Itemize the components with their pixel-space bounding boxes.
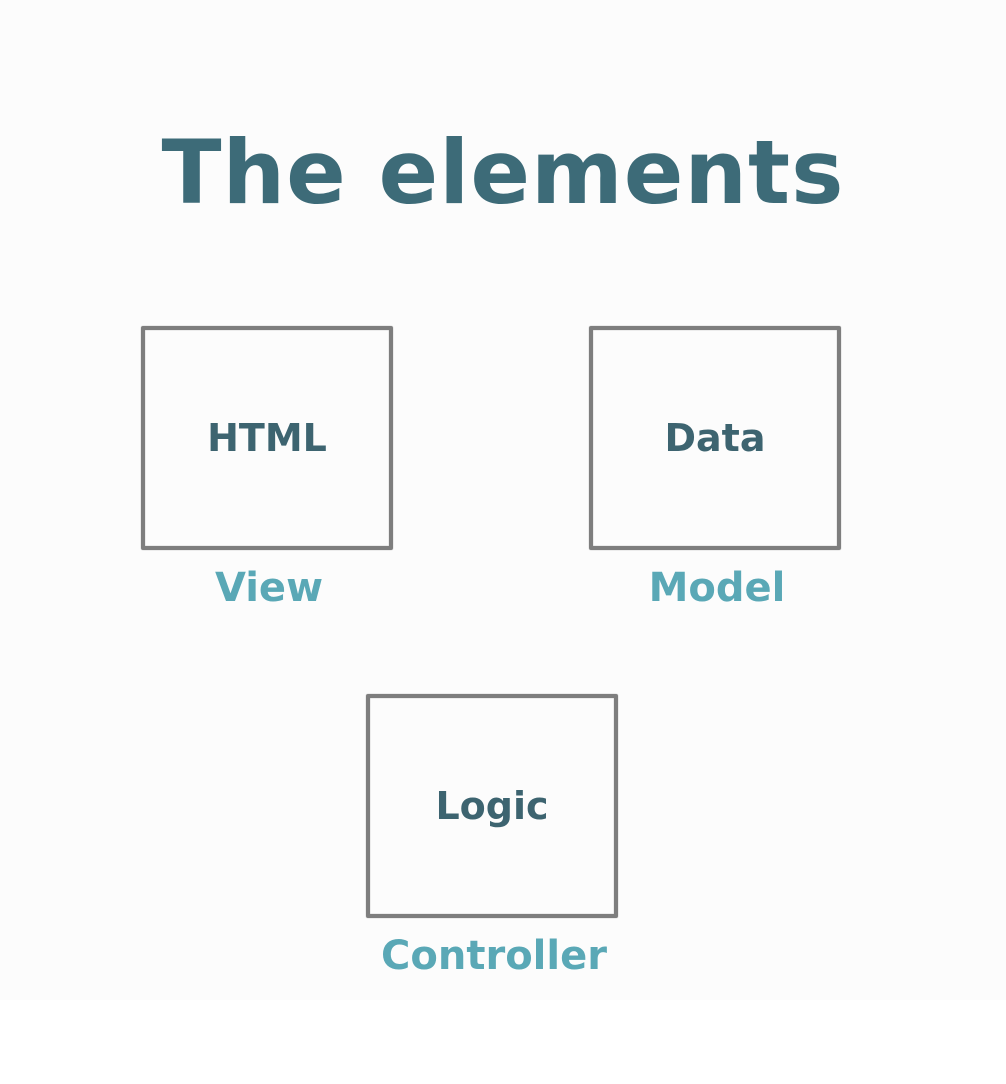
slide: The elements HTML View Data Model Logic … <box>141 121 845 979</box>
model-box: Data <box>589 326 841 550</box>
view-caption: View <box>214 565 324 611</box>
controller-box-label: Logic <box>435 784 549 828</box>
model-caption: Model <box>648 565 786 611</box>
view-box-label: HTML <box>207 416 327 460</box>
slide-title: The elements <box>161 121 845 224</box>
view-box: HTML <box>141 326 393 550</box>
controller-caption: Controller <box>381 933 607 979</box>
model-box-label: Data <box>664 416 766 460</box>
controller-box: Logic <box>366 694 618 918</box>
